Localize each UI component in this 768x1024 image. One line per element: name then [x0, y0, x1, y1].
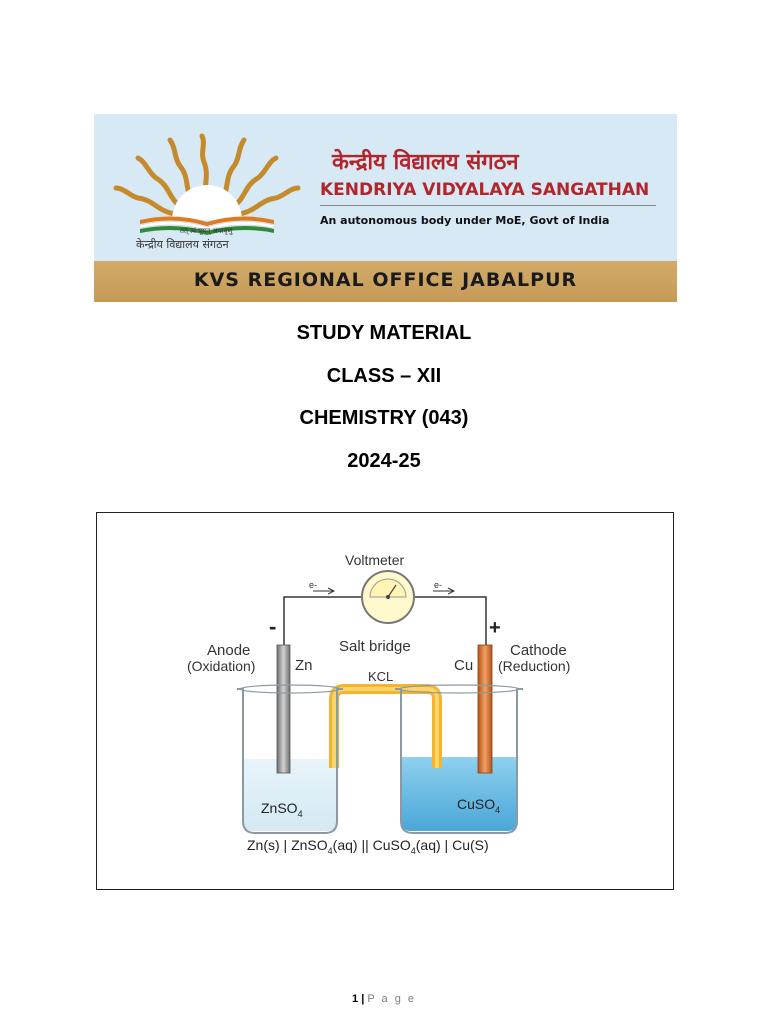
subject-title: CHEMISTRY (043) — [299, 407, 469, 429]
page-word: P a g e — [367, 993, 416, 1005]
cathode-metal-label: Cu — [454, 657, 473, 674]
study-material-title: STUDY MATERIAL — [296, 322, 472, 344]
electron-label-left: e- — [309, 580, 317, 590]
right-solution — [401, 757, 517, 831]
anode-sub-label: (Oxidation) — [187, 658, 255, 674]
session-title: 2024-25 — [347, 450, 421, 472]
org-subtitle: An autonomous body under MoE, Govt of In… — [320, 214, 610, 227]
electron-arrow-left — [313, 587, 336, 595]
left-solution — [243, 759, 337, 831]
page-number: 1 — [352, 993, 359, 1005]
org-divider — [320, 205, 656, 206]
org-name-hindi: केन्द्रीय विद्यालय संगठन — [332, 150, 519, 175]
right-solution-label: CuSO4 — [457, 796, 500, 815]
cathode-label: Cathode — [510, 642, 567, 659]
anode-label: Anode — [207, 642, 250, 659]
salt-bridge-label: Salt bridge — [339, 638, 411, 655]
left-beaker — [237, 684, 343, 834]
salt-bridge-content-label: KCL — [368, 669, 393, 684]
minus-sign: - — [269, 614, 276, 639]
copper-electrode — [477, 644, 493, 774]
external-wire — [283, 596, 487, 645]
left-solution-label: ZnSO4 — [261, 800, 303, 819]
kvs-logo: तत् त्वं पूषन् अपावृणु केन्द्रीय विद्याल… — [110, 132, 304, 258]
logo-name: केन्द्रीय विद्यालय संगठन — [136, 238, 229, 251]
salt-bridge — [329, 684, 442, 768]
kvs-logo-emblem — [113, 133, 301, 235]
voltmeter-label: Voltmeter — [345, 552, 404, 568]
galvanic-cell-figure: e- e- Voltmeter - + Anode (Oxidation) Zn… — [96, 512, 674, 890]
banner-bottom-panel: KVS REGIONAL OFFICE JABALPUR — [94, 261, 677, 302]
galvanic-cell-diagram: e- e- Voltmeter - + Anode (Oxidation) Zn… — [187, 552, 570, 856]
footer-separator: | — [361, 993, 365, 1005]
plus-sign: + — [489, 617, 501, 639]
electron-arrow-right — [433, 587, 456, 595]
electron-label-right: e- — [434, 580, 442, 590]
right-beaker — [395, 684, 523, 834]
page-footer: 1 | P a g e — [0, 993, 768, 1005]
cathode-sub-label: (Reduction) — [498, 658, 570, 674]
kvs-banner: तत् त्वं पूषन् अपावृणु केन्द्रीय विद्याल… — [94, 114, 677, 302]
banner-top-panel: तत् त्वं पूषन् अपावृणु केन्द्रीय विद्याल… — [94, 114, 677, 261]
voltmeter-icon — [361, 570, 415, 624]
zinc-electrode — [276, 644, 291, 774]
logo-motto: तत् त्वं पूषन् अपावृणु — [180, 227, 233, 235]
cell-notation: Zn(s) | ZnSO4(aq) || CuSO4(aq) | Cu(S) — [247, 837, 489, 856]
org-name-english: KENDRIYA VIDYALAYA SANGATHAN — [320, 180, 650, 200]
class-title: CLASS – XII — [326, 365, 442, 387]
region-title: KVS REGIONAL OFFICE JABALPUR — [193, 269, 578, 291]
anode-metal-label: Zn — [295, 657, 313, 674]
